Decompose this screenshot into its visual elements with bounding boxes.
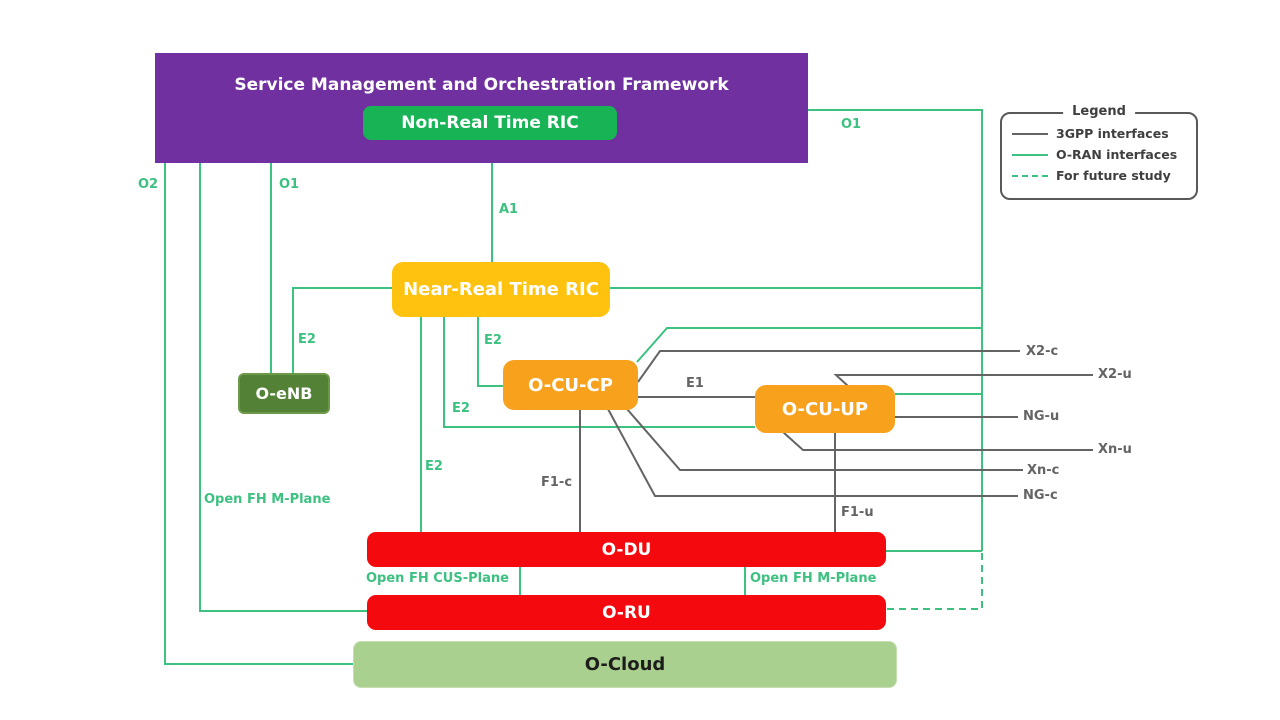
o-cloud-box: O-Cloud (353, 641, 897, 688)
near-rt-ric-label: Near-Real Time RIC (403, 279, 599, 300)
legend-title: Legend (1063, 104, 1135, 119)
o-enb-box: O-eNB (238, 373, 330, 414)
legend-box: Legend 3GPP interfaces O-RAN interfaces … (1000, 104, 1198, 200)
green-solid-line-swatch (1012, 153, 1048, 156)
o-cu-up-box: O-CU-UP (755, 385, 895, 433)
open-fh-m-plane-mid-label: Open FH M-Plane (750, 571, 877, 586)
future-study-oru-line (886, 553, 983, 610)
o1-right-line (808, 109, 983, 551)
gray-solid-line-swatch (1012, 132, 1048, 135)
ng-u-label: NG-u (1023, 409, 1060, 424)
x2-u-label: X2-u (1098, 367, 1132, 382)
o-cloud-label: O-Cloud (584, 654, 666, 675)
x2-u-line (833, 374, 1093, 387)
green-dashed-line-swatch (1012, 174, 1048, 177)
open-fh-m-plane-left-line (199, 163, 367, 612)
o-ru-box: O-RU (367, 595, 886, 630)
x2-c-label: X2-c (1026, 344, 1059, 359)
non-rt-ric-label: Non-Real Time RIC (401, 113, 579, 133)
o-enb-label: O-eNB (255, 384, 313, 403)
o-cu-up-label: O-CU-UP (781, 398, 869, 420)
o-cu-cp-box: O-CU-CP (503, 360, 638, 410)
xn-c-label: Xn-c (1027, 463, 1060, 478)
e2-odu-label: E2 (425, 459, 443, 474)
o1-cucp-branch (636, 327, 982, 363)
xn-c-line (626, 408, 1023, 471)
legend-item-oran: O-RAN interfaces (1012, 147, 1190, 162)
open-fh-cus-plane-label: Open FH CUS-Plane (366, 571, 509, 586)
legend-item-future: For future study (1012, 168, 1190, 183)
smo-label: Service Management and Orchestration Fra… (234, 75, 729, 95)
e2-oenb-label: E2 (298, 332, 316, 347)
e1-label: E1 (686, 376, 704, 391)
xn-u-label: Xn-u (1098, 442, 1132, 457)
legend-item-label: O-RAN interfaces (1056, 147, 1178, 162)
o-du-label: O-DU (601, 539, 652, 560)
legend-item-label: 3GPP interfaces (1056, 126, 1169, 141)
legend-item-label: For future study (1056, 168, 1171, 183)
f1-c-label: F1-c (541, 475, 573, 490)
o1-left-label: O1 (279, 177, 300, 192)
legend-item-3gpp: 3GPP interfaces (1012, 126, 1190, 141)
e2-cucp-line (477, 317, 503, 387)
f1-u-label: F1-u (841, 505, 874, 520)
non-rt-ric-box: Non-Real Time RIC (363, 106, 617, 140)
o2-line (164, 163, 353, 665)
o-du-box: O-DU (367, 532, 886, 567)
ng-c-label: NG-c (1023, 488, 1058, 503)
legend-rows: 3GPP interfaces O-RAN interfaces For fut… (1012, 126, 1190, 183)
e2-cuup-label: E2 (452, 401, 470, 416)
a1-label: A1 (499, 202, 519, 217)
open-fh-m-plane-left-label: Open FH M-Plane (204, 492, 331, 507)
x2-c-line (637, 350, 1020, 383)
e2-cucp-label: E2 (484, 333, 502, 348)
e2-cuup-line (443, 317, 755, 428)
o2-label: O2 (138, 177, 159, 192)
xn-u-line (782, 431, 1093, 451)
o-ru-label: O-RU (602, 602, 651, 623)
e2-oenb-line (292, 287, 392, 373)
ng-c-line (607, 408, 1018, 497)
o-cu-cp-label: O-CU-CP (528, 374, 613, 396)
o1-right-label: O1 (841, 117, 862, 132)
near-rt-ric-box: Near-Real Time RIC (392, 262, 610, 317)
